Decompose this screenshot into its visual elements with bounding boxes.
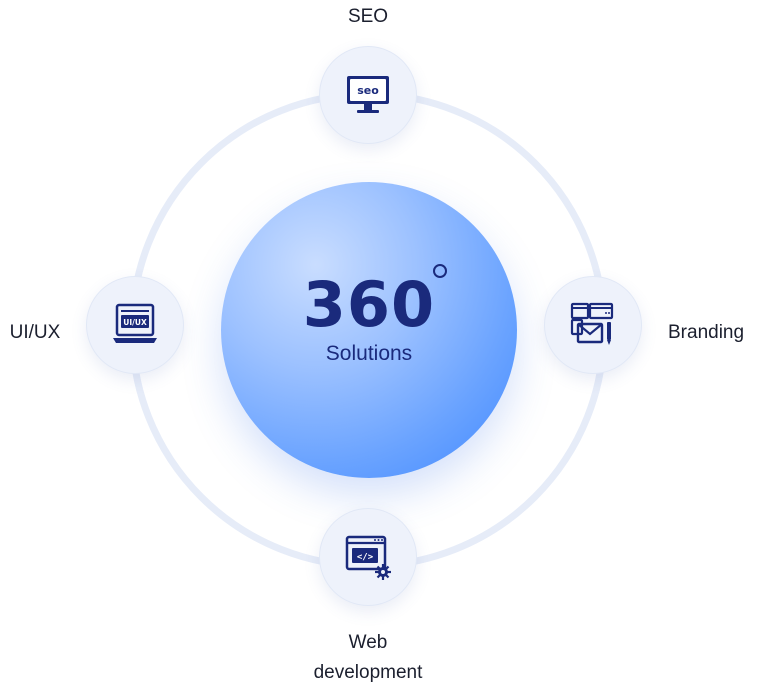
uiux-laptop-icon: UI/UX bbox=[113, 303, 157, 343]
web-development-label-line1: Web bbox=[348, 632, 388, 653]
svg-text:seo: seo bbox=[357, 84, 379, 97]
web-development-node[interactable]: </> bbox=[319, 508, 417, 606]
center-sphere: 360 Solutions bbox=[221, 182, 517, 478]
branding-icon bbox=[570, 302, 614, 345]
center-value: 360 bbox=[302, 268, 436, 341]
svg-text:</>: </> bbox=[357, 553, 374, 563]
svg-text:UI/UX: UI/UX bbox=[123, 318, 147, 327]
web-development-label: Web development bbox=[288, 630, 448, 686]
seo-monitor-icon: seo bbox=[347, 76, 389, 113]
degree-icon bbox=[433, 264, 447, 278]
uiux-node[interactable]: UI/UX bbox=[86, 276, 184, 374]
uiux-label: UI/UX bbox=[9, 322, 61, 343]
seo-label: SEO bbox=[347, 6, 389, 27]
seo-node[interactable]: seo bbox=[319, 46, 417, 144]
branding-node[interactable] bbox=[544, 276, 642, 374]
code-window-icon: </> bbox=[345, 535, 391, 580]
branding-label: Branding bbox=[668, 322, 745, 343]
center-subtitle: Solutions bbox=[325, 342, 413, 365]
web-development-label-line2: development bbox=[313, 662, 423, 683]
